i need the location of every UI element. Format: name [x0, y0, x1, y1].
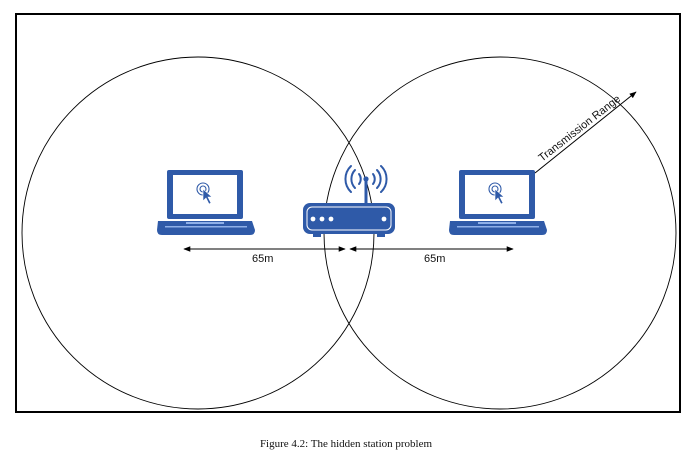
wireless-router-icon: [303, 165, 395, 237]
right-laptop-icon: [449, 170, 547, 235]
cursor-icon: [196, 182, 213, 205]
cursor-icon: [488, 182, 505, 205]
figure-frame: [15, 13, 681, 413]
left-distance-label: 65m: [252, 253, 273, 265]
figure-caption: Figure 4.2: The hidden station problem: [259, 438, 433, 450]
transmission-range-label: Transmission Range: [536, 93, 623, 164]
left-laptop-icon: [157, 170, 255, 235]
right-distance-label: 65m: [424, 253, 445, 265]
transmission-range-arrow: [534, 91, 637, 174]
